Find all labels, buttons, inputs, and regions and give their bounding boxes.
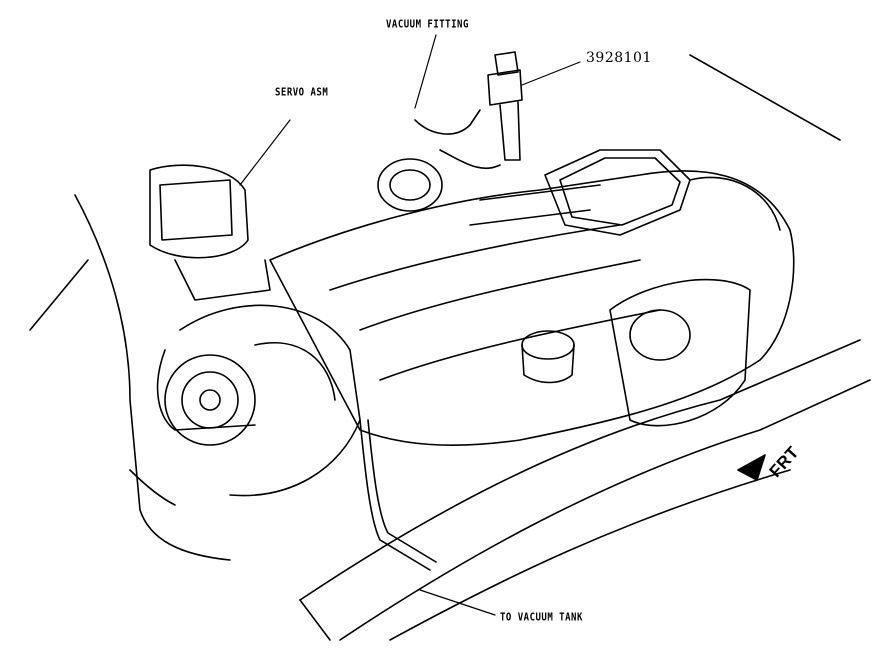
hood-edge <box>689 54 841 141</box>
vacuum-fitting-part <box>487 69 523 106</box>
front-arrow <box>737 454 766 481</box>
servo-leader <box>239 119 291 186</box>
vacuum-fitting-label: VACUUM FITTING <box>386 19 469 31</box>
air-cleaner <box>544 149 691 236</box>
tank-leader <box>419 589 496 616</box>
frame-rail-upper <box>299 339 861 601</box>
vacuum-fitting-leader <box>414 34 437 109</box>
left-fender-outline <box>74 194 231 561</box>
servo-asm-label: SERVO ASM <box>275 87 329 99</box>
filler-cap <box>521 330 575 360</box>
vacuum-hose-upper <box>414 109 481 135</box>
breather-cap <box>377 158 443 212</box>
alternator-body <box>179 304 361 497</box>
to-vacuum-tank-label: TO VACUUM TANK <box>500 612 583 624</box>
vacuum-hose-to-tank <box>359 419 431 571</box>
engine-block <box>269 170 795 446</box>
drive-belt <box>156 349 256 431</box>
part-number-leader <box>521 61 581 86</box>
frame-rail-lower <box>339 379 871 641</box>
servo-assembly <box>149 164 249 259</box>
reservoir <box>609 278 751 427</box>
pulley-outer <box>164 354 256 446</box>
part-number-label: 3928101 <box>586 50 652 66</box>
